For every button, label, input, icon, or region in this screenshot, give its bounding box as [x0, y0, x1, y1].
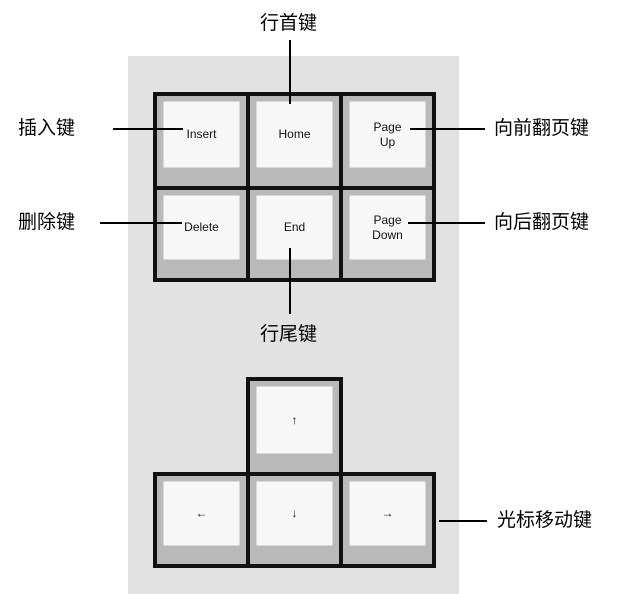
cursor-callout-line [439, 520, 487, 522]
delete-key-caption: 删除键 [18, 211, 76, 233]
page-up-key[interactable]: Page Up [339, 92, 436, 190]
home-key-cap: Home [256, 101, 333, 168]
end-key[interactable]: End [246, 186, 343, 282]
delete-key-cap: Delete [163, 195, 240, 260]
down-arrow-key[interactable]: ↓ [246, 472, 343, 568]
up-arrow-icon: ↑ [291, 412, 298, 427]
page-down-key-cap: Page Down [349, 195, 426, 260]
up-arrow-key[interactable]: ↑ [246, 377, 343, 476]
end-key-label: End [283, 220, 306, 234]
up-arrow-key-cap: ↑ [256, 386, 333, 454]
down-arrow-icon: ↓ [291, 506, 298, 520]
home-callout-line [289, 40, 291, 104]
end-key-cap: End [256, 195, 333, 260]
page-down-key-caption: 向后翻页键 [494, 211, 590, 233]
insert-callout-line [113, 128, 183, 130]
insert-key-label: Insert [186, 127, 217, 141]
page-down-key[interactable]: Page Down [339, 186, 436, 282]
home-key[interactable]: Home [246, 92, 343, 190]
right-arrow-key[interactable]: → [339, 472, 436, 568]
page-up-callout-line [410, 128, 485, 130]
end-key-caption: 行尾键 [260, 323, 318, 345]
delete-key-label: Delete [184, 220, 219, 234]
insert-key[interactable]: Insert [153, 92, 250, 190]
end-callout-line [289, 248, 291, 314]
insert-key-cap: Insert [163, 101, 240, 168]
cursor-keys-caption: 光标移动键 [497, 509, 593, 531]
insert-key-caption: 插入键 [18, 117, 76, 139]
page-down-callout-line [408, 222, 485, 224]
delete-callout-line [100, 222, 182, 224]
delete-key[interactable]: Delete [153, 186, 250, 282]
right-arrow-key-cap: → [349, 481, 426, 546]
page-up-key-label: Page Up [373, 119, 402, 149]
down-arrow-key-cap: ↓ [256, 481, 333, 546]
left-arrow-key[interactable]: ← [153, 472, 250, 568]
page-down-key-label: Page Down [372, 212, 403, 242]
page-up-key-caption: 向前翻页键 [494, 117, 590, 139]
page-up-key-cap: Page Up [349, 101, 426, 168]
left-arrow-icon: ← [195, 506, 208, 520]
home-key-caption: 行首键 [260, 12, 318, 34]
right-arrow-icon: → [381, 506, 394, 520]
home-key-label: Home [278, 127, 311, 141]
left-arrow-key-cap: ← [163, 481, 240, 546]
